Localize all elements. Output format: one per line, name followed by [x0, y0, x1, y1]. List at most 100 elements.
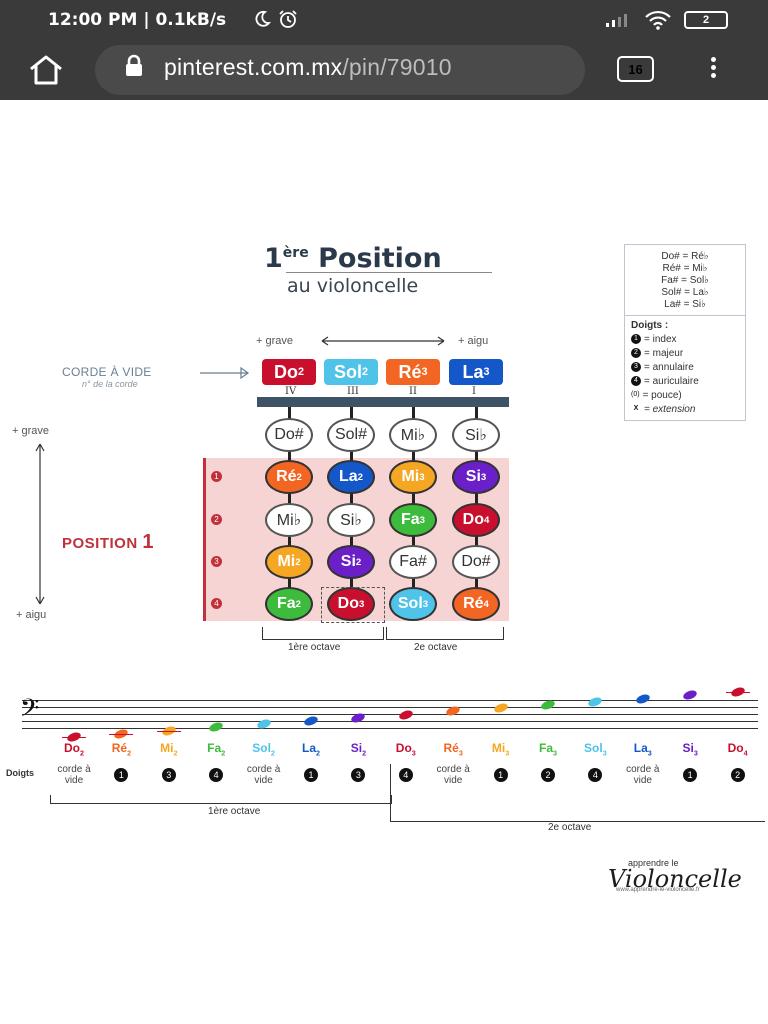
- ledger-line: [62, 737, 86, 739]
- octave1-label: 1ère octave: [288, 642, 341, 653]
- corde-a-vide-label: CORDE À VIDE: [62, 365, 152, 379]
- fingering-value: 4: [384, 764, 428, 782]
- staff-note-head: [397, 708, 414, 721]
- tab-count: 16: [628, 61, 643, 77]
- legend-equivalents: Do# = Ré♭Ré# = Mi♭Fa# = Sol♭Sol# = La♭La…: [625, 245, 745, 316]
- octave2-bottom-label: 2e octave: [548, 822, 592, 833]
- legend-equivalent: Fa# = Sol♭: [661, 275, 709, 286]
- octave2-bracket: [386, 627, 504, 640]
- finger-meaning: = index: [644, 334, 677, 345]
- string-number: I: [472, 386, 476, 397]
- octave-divider-vertical: [390, 764, 391, 816]
- staff-note-name: Fa3: [538, 741, 557, 758]
- address-bar[interactable]: [95, 45, 585, 95]
- vertical-arrow-icon: [35, 443, 45, 605]
- legend-equivalent: Do# = Ré♭: [661, 251, 709, 262]
- octave2-bottom-bracket: [390, 815, 765, 822]
- url-text[interactable]: pinterest.com.mx/pin/79010: [164, 54, 452, 81]
- alarm-icon: [279, 10, 297, 28]
- logo-big-text: Violoncelle: [608, 865, 742, 893]
- finger-number-badge: 4: [211, 598, 222, 609]
- staff-line: [22, 707, 758, 708]
- staff-note-name: Ré3: [443, 741, 463, 758]
- fingering-value: 3: [336, 764, 380, 782]
- home-icon[interactable]: [26, 54, 66, 86]
- fingering-value: 4: [194, 764, 238, 782]
- staff-line: [22, 721, 758, 722]
- finger-circle: 1: [683, 768, 698, 782]
- ledger-line: [725, 692, 750, 694]
- finger-circle: 3: [351, 768, 366, 782]
- battery-icon: 2: [684, 11, 728, 29]
- title-main: 1: [264, 243, 283, 274]
- octave1-bottom-label: 1ère octave: [208, 806, 261, 817]
- finger-meaning: = auriculaire: [644, 376, 699, 387]
- fingering-value: corde à vide: [246, 764, 281, 786]
- staff-note-name: Do2: [64, 741, 84, 758]
- corde-number-label: n° de la corde: [82, 379, 138, 389]
- fingering-value: 1: [99, 764, 143, 782]
- staff-note-name: Mi2: [160, 741, 178, 758]
- finger-symbol: 2: [631, 348, 641, 359]
- arrow-right-icon: [200, 367, 250, 379]
- finger-symbol: (0): [631, 391, 640, 399]
- finger-circle: 4: [398, 768, 413, 782]
- status-left-icons: [252, 9, 299, 34]
- legend-doigt-item: 3= annulaire: [631, 361, 739, 375]
- string-number: III: [347, 386, 359, 397]
- tab-switcher-button[interactable]: 16: [617, 56, 654, 82]
- octave-split-marker: [321, 587, 385, 623]
- more-menu-icon[interactable]: [706, 55, 720, 79]
- pin-title: 1ère Position: [264, 243, 442, 274]
- string-number: II: [409, 386, 417, 397]
- pin-subtitle: au violoncelle: [287, 275, 419, 297]
- legend-doigt-item: (0)= pouce): [631, 389, 739, 403]
- apprendre-le-violoncelle-logo: apprendre le Violoncelle www.apprendre-l…: [600, 858, 750, 894]
- title-sup: ère: [282, 245, 309, 261]
- double-arrow-icon: [321, 336, 445, 346]
- note-circle: Sol#: [327, 418, 375, 452]
- finger-meaning: = pouce): [642, 390, 682, 401]
- fingering-value: 1: [289, 764, 333, 782]
- finger-circle: 1: [304, 768, 318, 782]
- finger-meaning: = extension: [644, 404, 696, 415]
- staff-note-head: [303, 714, 319, 728]
- staff-note-name: Do4: [727, 741, 748, 758]
- aigu-top-label: + aigu: [458, 335, 489, 347]
- ledger-line: [156, 730, 181, 732]
- staff-line: [22, 728, 758, 729]
- note-circle: Do#: [452, 545, 500, 579]
- legend-equivalent: Ré# = Mi♭: [662, 263, 708, 274]
- finger-symbol: 4: [631, 376, 641, 387]
- fingering-value: corde à vide: [436, 764, 470, 786]
- note-circle: Fa#: [389, 545, 437, 579]
- staff-note-name: Mi3: [491, 741, 510, 758]
- finger-number-badge: 1: [211, 471, 222, 482]
- staff-note-name: Do3: [395, 741, 416, 758]
- doigts-row-label: Doigts: [6, 768, 34, 778]
- octave1-bracket: [262, 627, 384, 640]
- note-circle: Si♭: [452, 418, 500, 452]
- battery-level: 2: [702, 14, 710, 26]
- finger-meaning: = annulaire: [644, 362, 694, 373]
- finger-number-badge: 2: [211, 514, 222, 525]
- staff-line: [22, 714, 758, 715]
- staff-note-name: Sol3: [584, 741, 607, 758]
- title-divider: [286, 272, 492, 273]
- finger-meaning: = majeur: [644, 348, 684, 359]
- finger-circle: 4: [588, 768, 603, 782]
- finger-circle: 3: [161, 768, 176, 782]
- position-text: POSITION: [62, 535, 138, 552]
- legend-doigt-item: 1= index: [631, 333, 739, 347]
- legend-box: Do# = Ré♭Ré# = Mi♭Fa# = Sol♭Sol# = La♭La…: [624, 244, 746, 421]
- fingering-value: 2: [716, 764, 760, 782]
- fingering-value: corde à vide: [626, 764, 660, 786]
